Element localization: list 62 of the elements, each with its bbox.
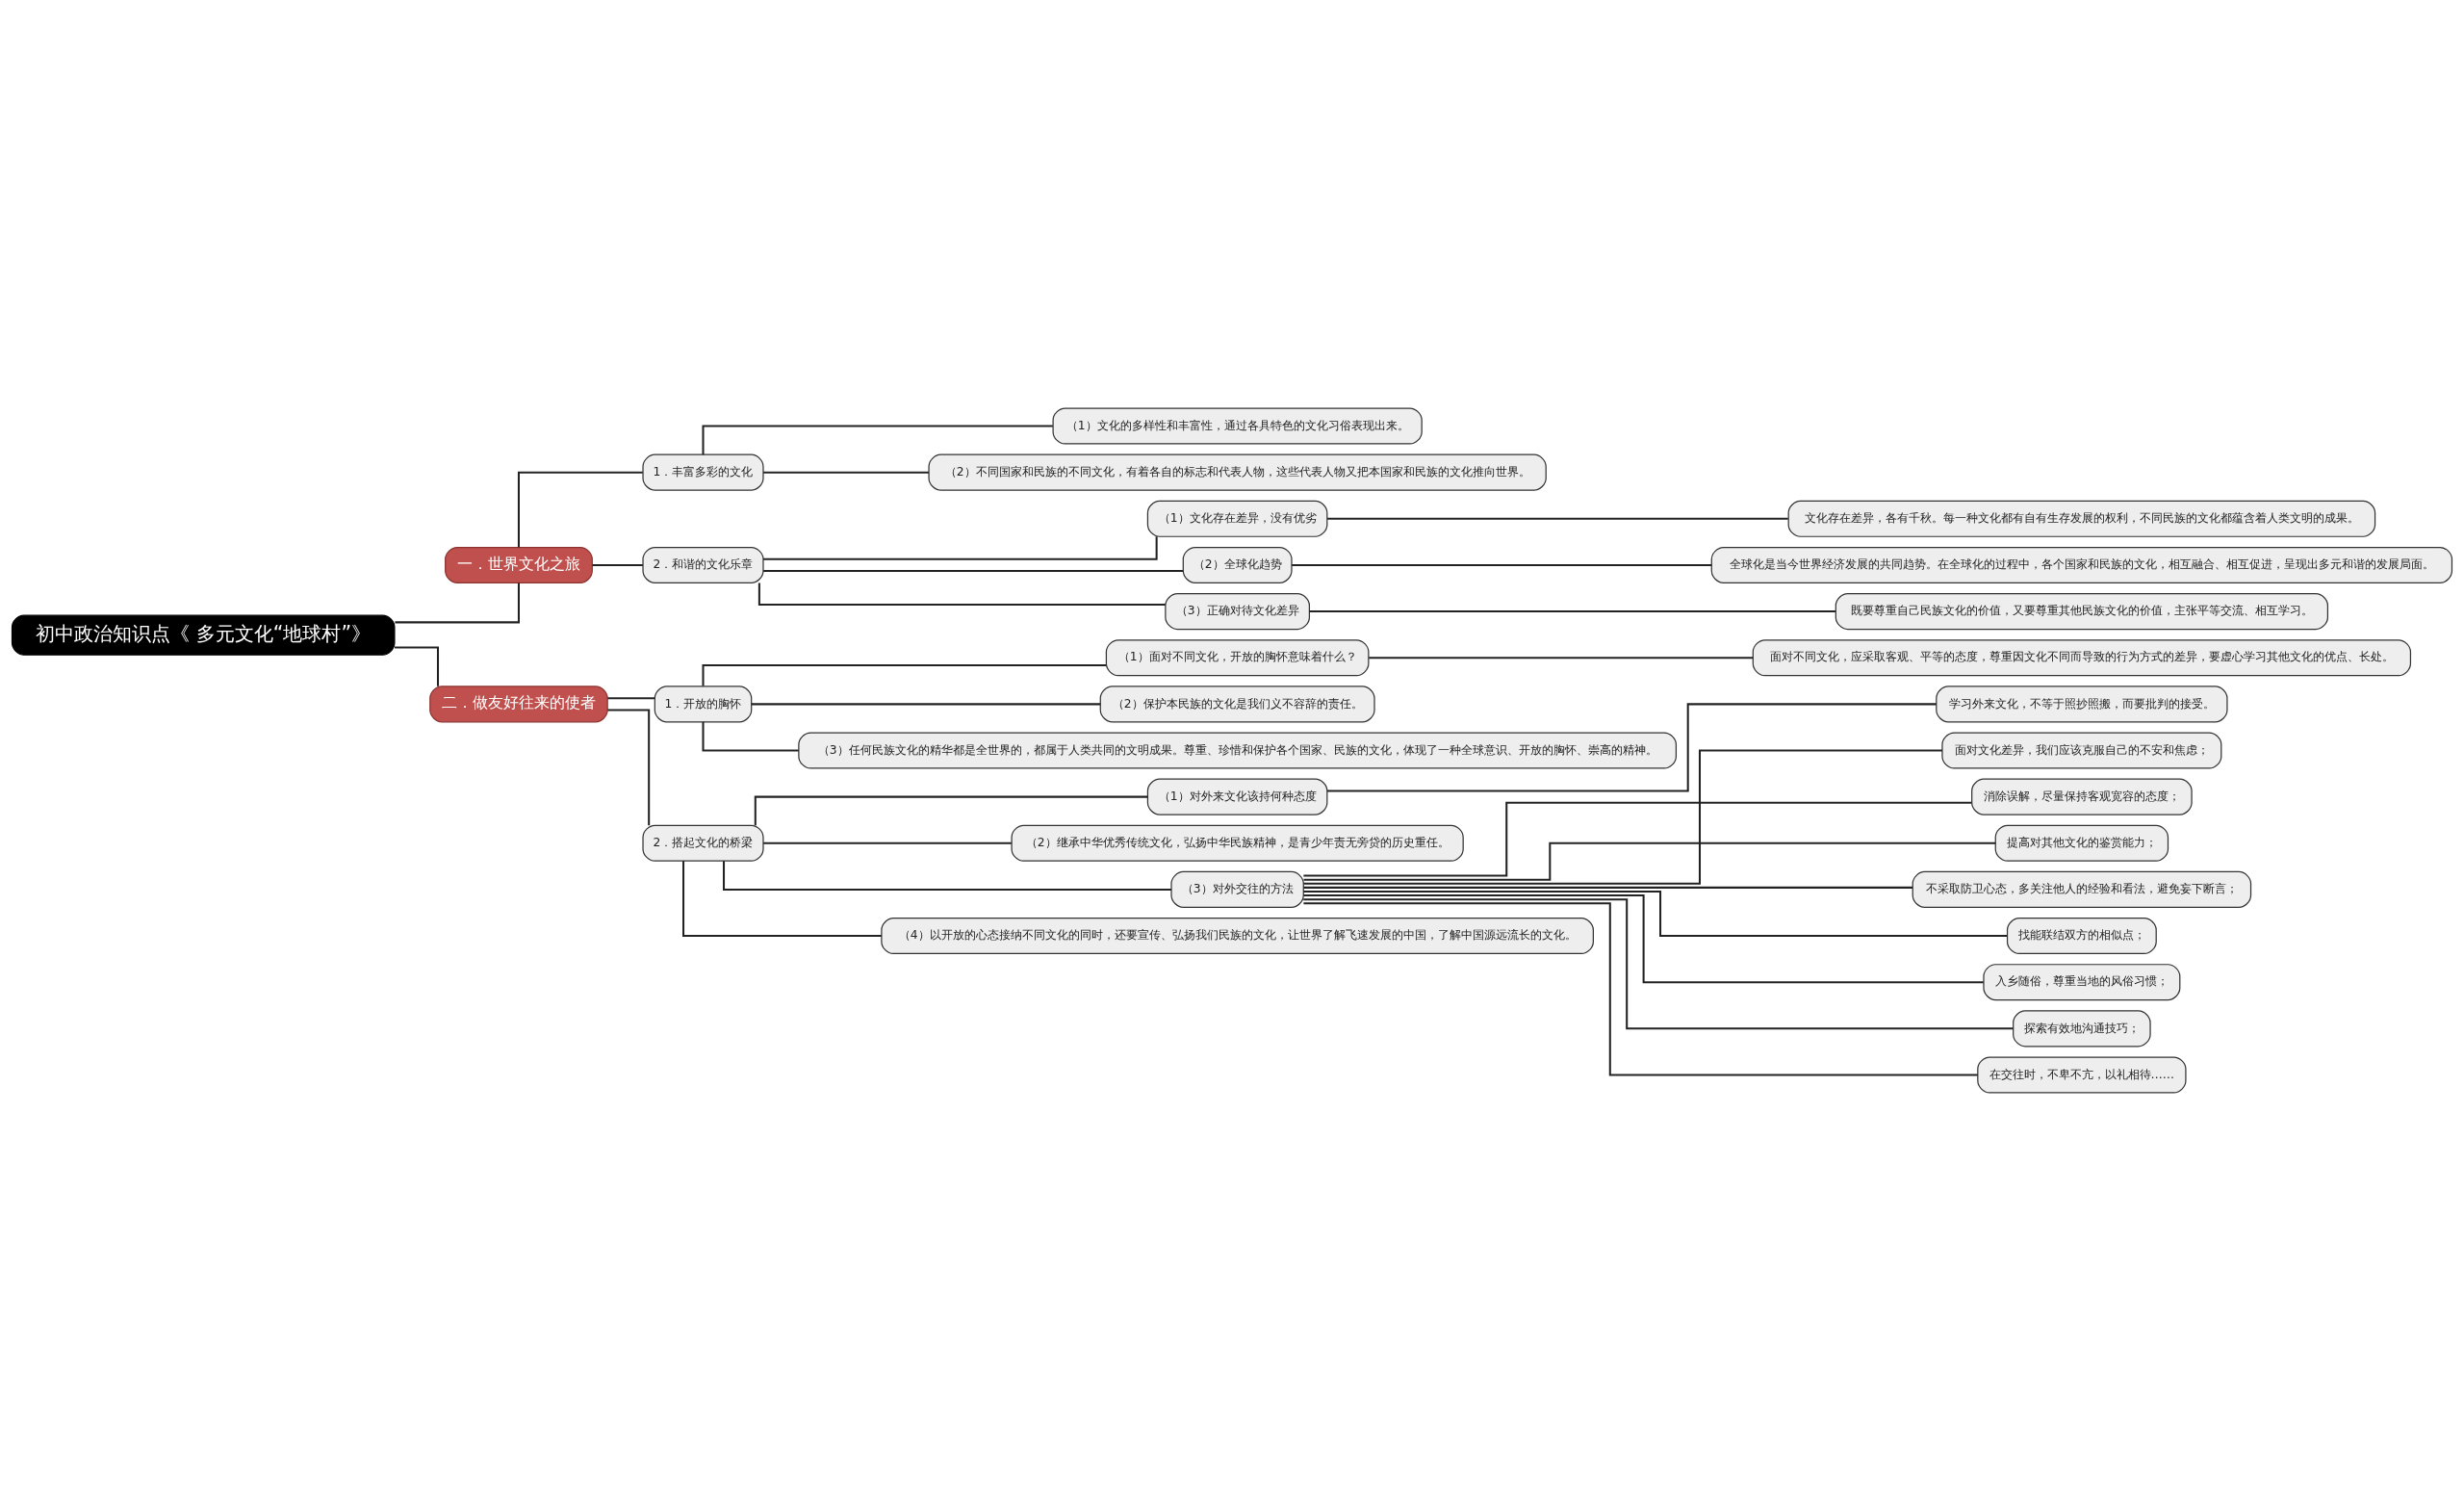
connector — [1303, 886, 1913, 889]
connector — [702, 721, 799, 752]
connector — [1309, 610, 1835, 613]
node-box: （1）文化存在差异，没有优劣 — [1146, 500, 1328, 537]
node-box: 1．开放的胸怀 — [654, 686, 753, 723]
connector — [395, 646, 439, 686]
node-box: （1）对外来文化该持何种态度 — [1146, 778, 1328, 815]
node-box: 2．和谐的文化乐章 — [642, 546, 764, 583]
node-box: 提高对其他文化的鉴赏能力； — [1994, 824, 2169, 862]
node-box: 面对不同文化，应采取客观、平等的态度，尊重因文化不同而导致的行为方式的差异，要虚心学习其他文化的优点、长处。 — [1752, 639, 2412, 677]
connector — [1327, 517, 1788, 520]
node-box: （3）任何民族文化的精华都是全世界的，都属于人类共同的文明成果。尊重、珍惜和保护各个国家、民族的文化，体现了一种全球意识、开放的胸怀、崇高的精神。 — [798, 732, 1678, 769]
connector — [1303, 898, 2014, 1030]
node-box: 消除误解，尽量保持客观宽容的态度； — [1971, 778, 2193, 815]
node-box: 面对文化差异，我们应该克服自己的不安和焦虑； — [1941, 732, 2222, 769]
node-box: （3）正确对待文化差异 — [1165, 593, 1310, 631]
node-box: （1）文化的多样性和丰富性，通过各具特色的文化习俗表现出来。 — [1052, 407, 1423, 445]
node-box: 1．丰富多彩的文化 — [642, 453, 764, 491]
node-box: 二．做友好往来的使者 — [429, 686, 608, 723]
node-box: 文化存在差异，各有千秋。每一种文化都有自有生存发展的权利，不同民族的文化都蕴含着人类文明的成果。 — [1787, 500, 2376, 537]
node-box: 学习外来文化，不等于照抄照搬，而要批判的接受。 — [1936, 686, 2228, 723]
connector — [1303, 749, 1942, 885]
node-box: （3）对外交往的方法 — [1170, 870, 1304, 908]
connector — [1303, 841, 1996, 881]
node-box: 一．世界文化之旅 — [445, 546, 593, 583]
node-box: （2）全球化趋势 — [1182, 546, 1293, 583]
node-box: 入乡随俗，尊重当地的风俗习惯； — [1983, 964, 2181, 1001]
node-box: （2）不同国家和民族的不同文化，有着各自的标志和代表人物，这些代表人物又把本国家和民族的文化推向世界。 — [928, 453, 1547, 491]
node-box: 2．搭起文化的桥梁 — [642, 824, 764, 862]
connector — [757, 582, 1166, 606]
node-box: （2）继承中华优秀传统文化，弘扬中华民族精神，是青少年责无旁贷的历史重任。 — [1011, 824, 1464, 862]
connector — [1303, 894, 1984, 984]
node-box: 不采取防卫心态，多关注他人的经验和看法，避免妄下断言； — [1912, 870, 2252, 908]
node-box: 全球化是当今世界经济发展的共同趋势。在全球化的过程中，各个国家和民族的文化，相互融合、相互促进，呈现出多元和谐的发展局面。 — [1710, 546, 2453, 583]
connector — [1369, 657, 1754, 660]
connector — [763, 841, 1012, 844]
connector — [1292, 563, 1712, 566]
connector — [723, 861, 1171, 891]
connector — [1326, 703, 1937, 792]
node-box: （2）保护本民族的文化是我们义不容辞的责任。 — [1099, 686, 1375, 723]
node-box: 初中政治知识点《 多元文化“地球村”》 — [11, 614, 396, 656]
node-box: （4）以开放的心态接纳不同文化的同时，还要宣传、弘扬我们民族的文化，让世界了解飞速发展的中国，了解中国源远流长的文化。 — [881, 918, 1594, 955]
connector — [607, 697, 655, 700]
connector — [682, 861, 882, 938]
connector — [754, 795, 1148, 826]
node-box: （1）面对不同文化，开放的胸怀意味着什么？ — [1105, 639, 1370, 677]
connector — [1303, 890, 2008, 938]
connector — [702, 663, 1107, 686]
node-box: 在交往时，不卑不亢，以礼相待…… — [1977, 1056, 2187, 1094]
node-box: 既要尊重自己民族文化的价值，又要尊重其他民族文化的价值，主张平等交流、相互学习。 — [1835, 593, 2329, 631]
connector — [592, 563, 643, 566]
connector — [1303, 801, 1972, 877]
connector — [763, 570, 1184, 573]
connector — [607, 709, 651, 826]
connector — [763, 536, 1158, 560]
node-box: 找能联结双方的相似点； — [2006, 918, 2157, 955]
node-box: 探索有效地沟通技巧； — [2013, 1010, 2151, 1048]
connector — [1303, 902, 1978, 1076]
connector — [751, 703, 1101, 706]
connector — [395, 582, 520, 624]
connector — [763, 471, 929, 474]
connector — [517, 471, 643, 548]
